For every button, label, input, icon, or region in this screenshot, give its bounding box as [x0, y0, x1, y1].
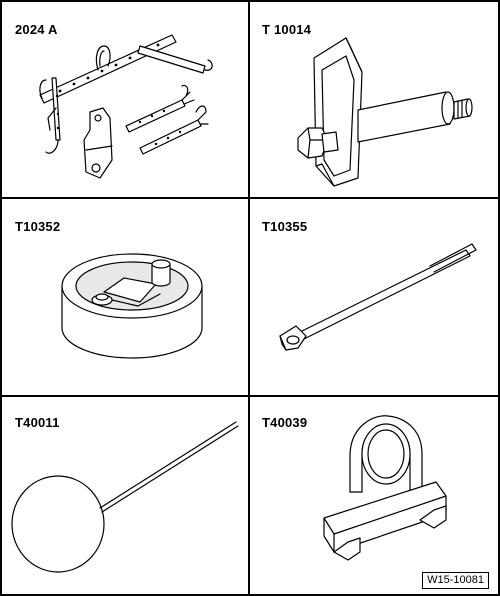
wire-loop-tool-illustration — [11, 421, 239, 573]
figure-reference-id: W15-10081 — [422, 572, 489, 589]
tool-label-t40039: T40039 — [262, 415, 308, 430]
locating-pin-holder-illustration — [297, 37, 473, 187]
clamp-bracket-illustration — [323, 415, 447, 561]
engine-bracket-set-illustration — [39, 34, 213, 179]
tool-label-t10352: T10352 — [15, 219, 61, 234]
tool-label-2024-a: 2024 A — [15, 22, 58, 37]
ring-tool-illustration — [61, 253, 203, 359]
tool-label-t10355: T10355 — [262, 219, 308, 234]
tool-label-t40011: T40011 — [15, 415, 60, 430]
tool-label-t-10014: T 10014 — [262, 22, 312, 37]
long-wrench-illustration — [279, 243, 477, 351]
